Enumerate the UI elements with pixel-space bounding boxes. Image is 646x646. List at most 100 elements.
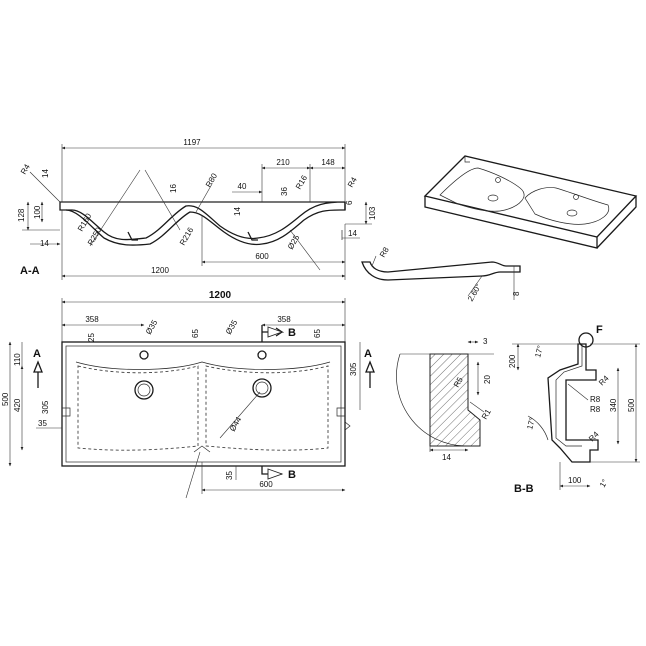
- dim-600-aa-text: 600: [255, 252, 269, 261]
- dim-14-right-text: 14: [348, 229, 357, 238]
- plan-basin-right: [205, 365, 329, 451]
- dim-340-text: 340: [609, 398, 618, 412]
- iso-side-face: [596, 196, 637, 249]
- overflow-leader: [185, 451, 201, 499]
- arrow-a-right: [365, 360, 375, 388]
- bb-profile-outer: [547, 343, 599, 463]
- drain-right: [252, 378, 272, 398]
- angle-17-top-text: 17°: [533, 344, 545, 358]
- bb-profile-inner: [555, 344, 583, 447]
- plan-basin-top-curve: [75, 361, 331, 370]
- dim-14-bottom-text: 14: [40, 239, 49, 248]
- drain-left-inner: [137, 383, 151, 397]
- dim-3-text: 3: [483, 337, 488, 346]
- dim-35-bottom-text: 35: [225, 471, 234, 480]
- section-mark-b-bottom: B: [288, 469, 296, 481]
- dim-8-edge-text: 8: [512, 291, 521, 296]
- arrow-a-left: [33, 360, 43, 388]
- r8-bb-leader: [567, 383, 589, 401]
- dim-40-text: 40: [238, 182, 247, 191]
- angle-17-bottom-text: 17°: [525, 416, 537, 430]
- r1-detail-leader: [469, 401, 485, 413]
- detail-f-circle: [578, 332, 594, 348]
- bracket-right-small: [344, 421, 351, 431]
- dim-110-text: 110: [13, 353, 22, 366]
- plan-inner-edge: [65, 345, 342, 463]
- dim-14-top-text: 14: [41, 169, 50, 178]
- r16-text: R16: [294, 173, 309, 191]
- dim-65-right-text: 65: [313, 329, 322, 338]
- section-aa-view: 1197 210 148 40 14 16 14 36 6 R4 R4 R80 …: [17, 138, 377, 280]
- dim-36-text: 36: [280, 187, 289, 196]
- section-mark-a-right: A: [364, 348, 372, 360]
- section-mark-a-left: A: [33, 348, 41, 360]
- r216-text: R216: [178, 225, 196, 247]
- arrow-b-bottom-head: [267, 468, 284, 480]
- r1-detail-text: R1: [480, 407, 493, 421]
- drain-right-inner: [255, 381, 269, 395]
- detail-f-label: F: [596, 324, 603, 336]
- edge-profile-shape: [361, 261, 521, 281]
- detail-view: 3 20 R5 R1 14: [396, 337, 494, 462]
- dim-305-left-text: 305: [41, 400, 50, 414]
- dim-358-left-text: 358: [85, 315, 99, 324]
- aa-profile-inner: [65, 209, 341, 246]
- dia44-leader: [219, 391, 261, 439]
- dia35-left-text: Ø35: [144, 318, 160, 336]
- plan-view: 1200 358 358 25 Ø35 Ø35 65 65 Ø44 A A: [1, 290, 375, 499]
- tap-hole-left: [139, 350, 149, 360]
- r4-right-text: R4: [346, 175, 359, 189]
- iso-tap-hole-left: [495, 177, 501, 183]
- dim-210-text: 210: [276, 158, 290, 167]
- dim-14-mid-text: 14: [233, 207, 242, 216]
- aa-drain-right: [247, 231, 258, 241]
- iso-basin-right: [524, 187, 610, 225]
- dim-20-text: 20: [483, 375, 492, 384]
- dim-500-plan-text: 500: [1, 392, 10, 406]
- iso-outer: [423, 155, 638, 238]
- dim-148-text: 148: [321, 158, 335, 167]
- dia44-text: Ø44: [228, 415, 244, 433]
- angle-17-arc: [527, 415, 549, 441]
- r80-text: R80: [204, 171, 219, 189]
- r4-bb-top-text: R4: [597, 373, 611, 387]
- dim-100-bb-text: 100: [568, 476, 582, 485]
- dim-1200-plan-text: 1200: [209, 290, 232, 301]
- r250-leader: [89, 169, 141, 247]
- iso-basin-left: [439, 167, 525, 212]
- iso-drain-left: [487, 194, 499, 202]
- r216-leader: [144, 169, 181, 231]
- r80-leader: [195, 183, 213, 213]
- aa-profile-outline: [59, 201, 346, 241]
- aa-drain-left: [127, 231, 138, 241]
- edge-profile-detail: R8 2.60° 8: [361, 245, 521, 303]
- dia25-leader: [289, 229, 321, 271]
- dim-16-text: 16: [169, 184, 178, 193]
- dim-100-text: 100: [33, 205, 42, 219]
- r8-edge-text: R8: [378, 245, 391, 259]
- overflow-mark: [193, 445, 211, 453]
- r8-bb-top-text: R8: [590, 395, 601, 404]
- dim-1197-text: 1197: [183, 138, 201, 147]
- dim-14-detail-text: 14: [442, 453, 451, 462]
- angle-1-text: 1°: [598, 478, 610, 489]
- dim-128-text: 128: [17, 208, 26, 222]
- iso-drain-right: [566, 209, 578, 217]
- angle-leader: [467, 275, 483, 297]
- dim-6-text: 6: [345, 200, 354, 205]
- dim-420-text: 420: [13, 398, 22, 412]
- r4-left-leader: [29, 171, 61, 203]
- iso-back-lip: [464, 156, 470, 163]
- section-bb-label: B-B: [514, 483, 534, 495]
- aa-right-end: [340, 202, 346, 211]
- r8-bb-bottom-text: R8: [590, 405, 601, 414]
- dim-500-bb-text: 500: [627, 398, 636, 412]
- dim-200-text: 200: [508, 354, 517, 368]
- dim-305-right-text: 305: [349, 362, 358, 376]
- iso-tap-hole-right: [573, 194, 579, 200]
- r8-edge-leader: [371, 255, 377, 267]
- drain-left: [134, 380, 154, 400]
- tap-hole-right: [257, 350, 267, 360]
- r4-left-text: R4: [19, 162, 32, 176]
